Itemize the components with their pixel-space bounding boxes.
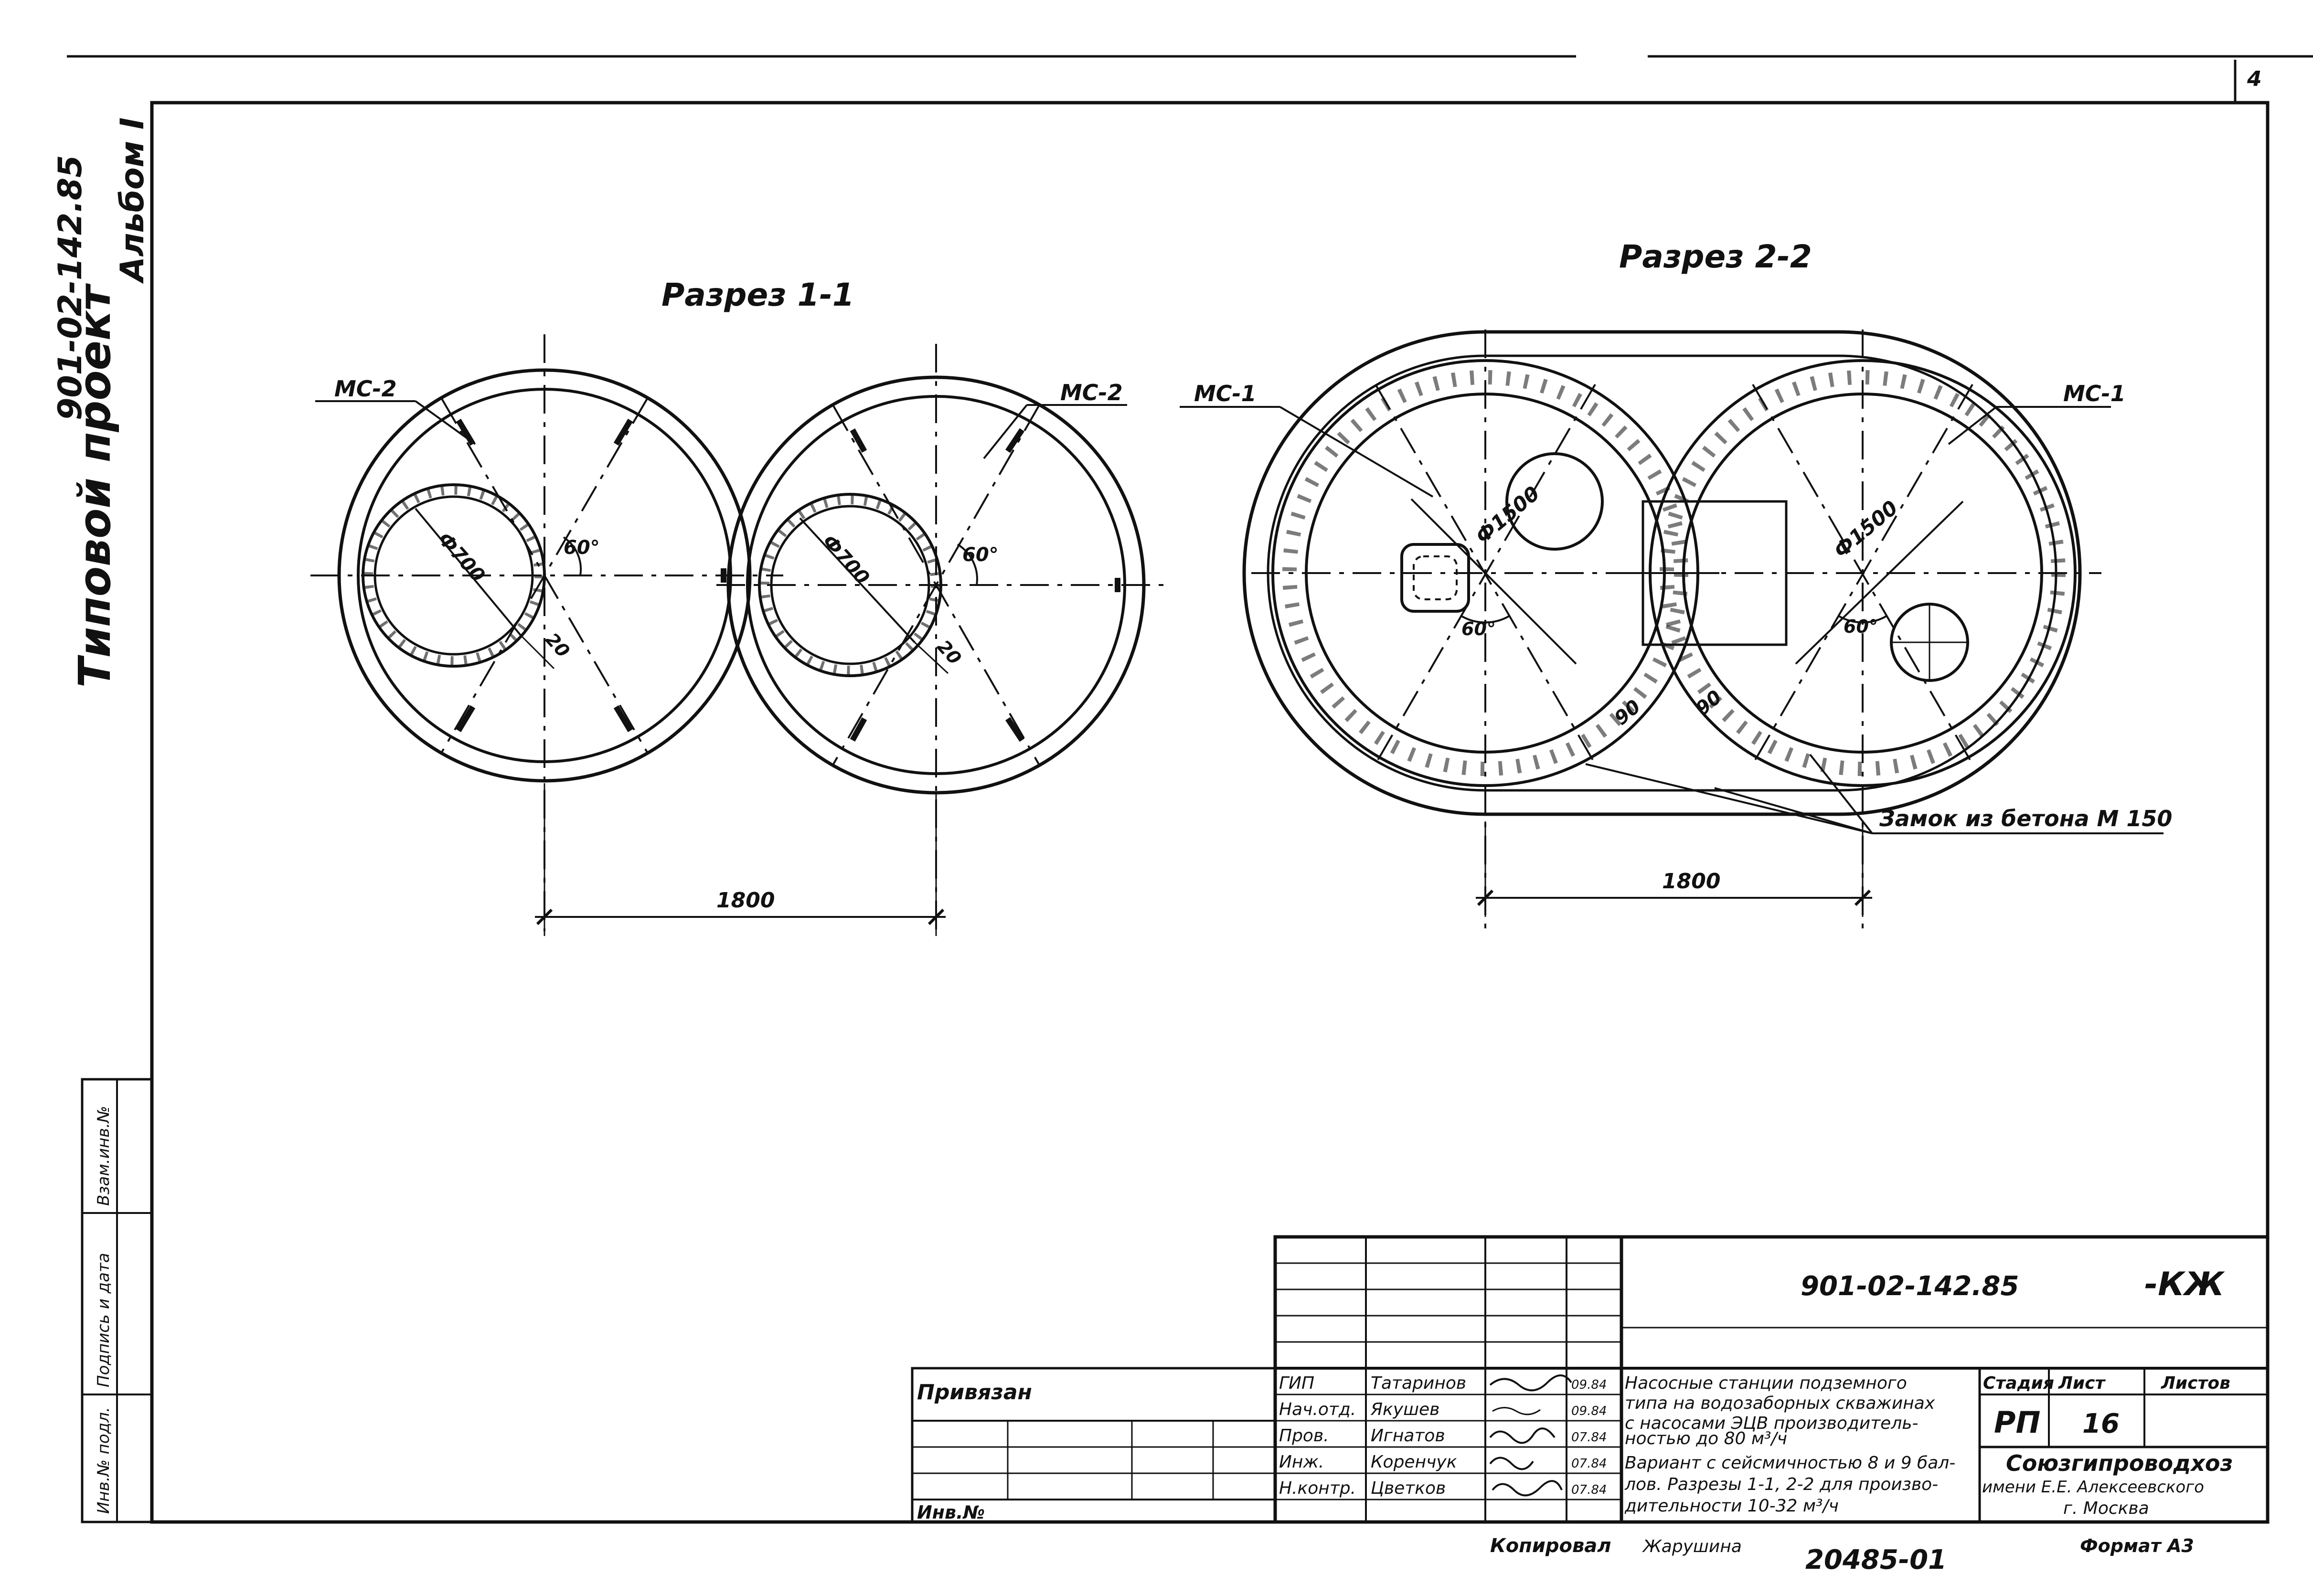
svg-text:Альбом I: Альбом I <box>114 117 151 284</box>
stamp-vzam-inv: Взам.инв.№ <box>94 1106 113 1206</box>
section-2-dim-left: 90 <box>1610 696 1645 730</box>
footer-archive-no: 20485-01 <box>1805 1544 1947 1575</box>
section-2-right-well <box>1633 330 2101 936</box>
svg-text:Н.контр.: Н.контр. <box>1279 1479 1356 1498</box>
section-2-spacing: 1800 <box>1662 869 1720 894</box>
section-2-angle-right: 60° <box>1844 616 1878 637</box>
svg-text:09.84: 09.84 <box>1571 1378 1607 1392</box>
title-stage-header: Стадия <box>1983 1373 2054 1393</box>
side-project-type: Типовой проект <box>69 283 120 688</box>
svg-text:Игнатов: Игнатов <box>1371 1426 1445 1446</box>
title-stage: РП <box>1994 1405 2040 1440</box>
svg-text:Коренчук: Коренчук <box>1371 1452 1457 1472</box>
svg-text:ГИП: ГИП <box>1279 1373 1314 1393</box>
stamp-inv-podl: Инв.№ подл. <box>94 1407 113 1514</box>
title-sheets-header: Листов <box>2161 1373 2230 1393</box>
section-2-dia-right: Ф1500 <box>1829 496 1902 562</box>
svg-text:Нач.отд.: Нач.отд. <box>1279 1400 1356 1419</box>
section-2-title: Разрез 2-2 <box>1619 238 1812 275</box>
section-2-angle-left: 60° <box>1461 618 1496 639</box>
left-stamp: Инв.№ подл. Подпись и дата Взам.инв.№ <box>81 1078 153 1523</box>
svg-text:Пров.: Пров. <box>1279 1426 1329 1446</box>
footer-format: Формат А3 <box>2080 1535 2194 1556</box>
section-2-lock-note: Замок из бетона М 150 <box>1879 806 2172 831</box>
sheet-corner-number: 4 <box>2247 67 2262 91</box>
svg-text:07.84: 07.84 <box>1571 1430 1607 1445</box>
title-mark: -КЖ <box>2144 1266 2225 1303</box>
section-2-dim-right: 90 <box>1692 686 1726 720</box>
section-1-dimension <box>535 783 946 936</box>
section-1-left-well <box>310 334 783 931</box>
section-1-title: Разрез 1-1 <box>661 277 854 313</box>
title-signature-rows: ГИП Татаринов 09.84 Нач.отд. Якушев 09.8… <box>1279 1373 1607 1498</box>
section-1-dia-right: Ф700 <box>818 531 874 589</box>
svg-text:с насосами ЭЦВ производитель-: с насосами ЭЦВ производитель- <box>1625 1414 1919 1433</box>
svg-text:Типовой проект: Типовой проект <box>69 283 120 688</box>
leader-mc2-left <box>415 400 476 445</box>
angle-arc-right <box>957 543 978 585</box>
title-inv-no: Инв.№ <box>917 1502 985 1523</box>
svg-text:Цветков: Цветков <box>1371 1479 1446 1498</box>
svg-text:901-02-142.85: 901-02-142.85 <box>52 155 89 420</box>
svg-text:Вариант с сейсмичностью 8 и 9: Вариант с сейсмичностью 8 и 9 бал- <box>1625 1453 1955 1473</box>
svg-text:ностью до 80 м³/ч: ностью до 80 м³/ч <box>1625 1429 1787 1448</box>
section-2-dimension <box>1476 821 1872 917</box>
title-sheet-header: Лист <box>2058 1373 2106 1393</box>
svg-text:лов. Разрезы 1-1, 2-2 для прои: лов. Разрезы 1-1, 2-2 для произво- <box>1624 1475 1938 1494</box>
title-privyazan: Привязан <box>917 1380 1032 1404</box>
title-description: Насосные станции подземного типа на водо… <box>1624 1373 1955 1516</box>
section-1-spacing: 1800 <box>716 888 775 913</box>
lock-note-leaders <box>1585 754 2164 834</box>
title-doc-code: 901-02-142.85 <box>1801 1271 2019 1302</box>
title-org-1: Союзгипроводхоз <box>2006 1450 2233 1476</box>
angle-arc-left <box>563 536 582 576</box>
svg-text:09.84: 09.84 <box>1571 1404 1607 1418</box>
svg-text:дительности 10-32 м³/ч: дительности 10-32 м³/ч <box>1624 1496 1839 1516</box>
svg-text:Якушев: Якушев <box>1370 1400 1439 1419</box>
title-sheet: 16 <box>2082 1408 2120 1439</box>
svg-text:Насосные станции подземного: Насосные станции подземного <box>1625 1373 1907 1393</box>
footer-copied-by: Жарушина <box>1642 1537 1742 1556</box>
title-org-2: имени Е.Е. Алексеевского <box>1982 1478 2204 1497</box>
title-org-3: г. Москва <box>2063 1499 2149 1518</box>
section-1-label-right: МС-2 <box>1060 380 1123 405</box>
leader-mc1-right <box>1948 406 1997 445</box>
section-2-label-right: МС-1 <box>2063 381 2126 406</box>
svg-text:07.84: 07.84 <box>1571 1457 1607 1471</box>
section-1-angle-left: 60° <box>564 537 600 559</box>
side-album: Альбом I <box>114 117 151 284</box>
title-block-grid <box>911 1235 2270 1524</box>
svg-text:типа на водозаборных скважинах: типа на водозаборных скважинах <box>1625 1394 1935 1413</box>
section-1-angle-right: 60° <box>962 544 999 566</box>
svg-text:07.84: 07.84 <box>1571 1483 1607 1497</box>
leader-mc1-left <box>1279 406 1434 498</box>
footer-copied-label: Копировал <box>1490 1535 1611 1557</box>
svg-text:Татаринов: Татаринов <box>1371 1373 1466 1393</box>
stamp-signature-date: Подпись и дата <box>94 1253 113 1387</box>
section-1-dia-left: Ф700 <box>434 528 490 586</box>
section-2-label-left: МС-1 <box>1194 381 1257 406</box>
svg-text:Инж.: Инж. <box>1279 1452 1324 1472</box>
side-project-code: 901-02-142.85 <box>52 155 89 420</box>
section-1-gap-left: 20 <box>541 629 574 662</box>
leader-mc2-right <box>983 404 1028 459</box>
section-1-label-left: МС-2 <box>334 376 397 402</box>
section-1-right-well <box>716 344 1170 931</box>
